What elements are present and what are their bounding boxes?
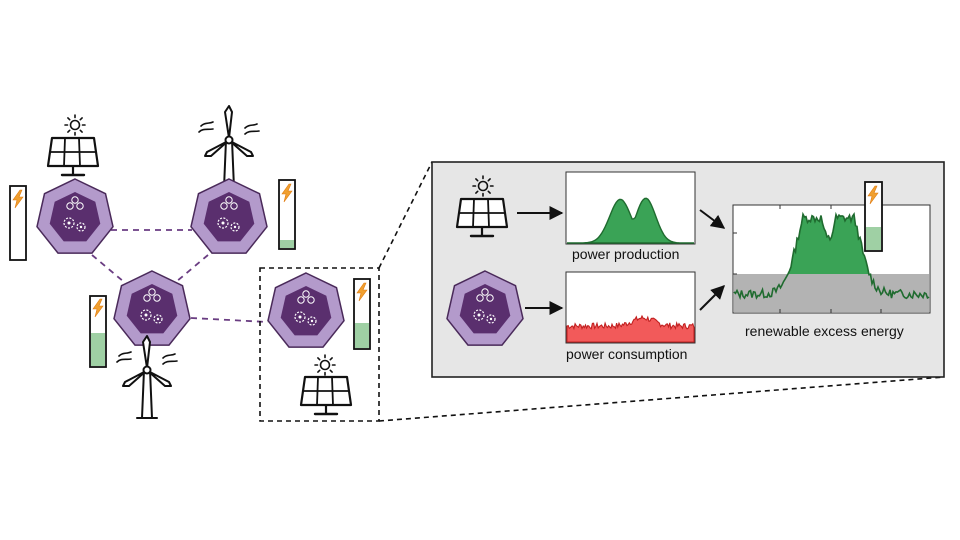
node-icon: [113, 270, 191, 346]
sun-icon: [64, 114, 86, 136]
consumption-area: [566, 314, 695, 343]
zoom-lines: [378, 161, 945, 422]
link-bl-br: [190, 317, 269, 323]
battery-icon: [89, 295, 107, 368]
wind-turbine-icon: [116, 335, 178, 419]
node-icon: [36, 178, 114, 254]
solar-panel-icon: [299, 375, 353, 416]
battery-icon: [864, 181, 883, 252]
excess-area: [734, 214, 929, 274]
battery-icon: [353, 278, 371, 350]
deficit-area: [734, 274, 929, 312]
network-links: [91, 229, 269, 323]
excess-line: [733, 211, 930, 301]
link-tl-bl: [91, 254, 131, 288]
battery-icon: [9, 185, 27, 261]
node-bottom-right: [259, 267, 380, 422]
node-top-right: [190, 105, 296, 254]
excess-chart: [732, 181, 931, 314]
production-label: power production: [572, 246, 680, 262]
node-icon: [190, 178, 268, 254]
consumption-label: power consumption: [566, 346, 688, 362]
battery-icon: [278, 179, 296, 250]
production-area: [567, 197, 694, 244]
consumption-chart: [565, 271, 696, 344]
solar-panel-icon: [46, 136, 100, 177]
production-chart: [565, 171, 696, 245]
link-tr-bl: [169, 254, 209, 288]
node-top-left: [9, 114, 114, 261]
wind-turbine-icon: [198, 105, 260, 189]
excess-label: renewable excess energy: [745, 323, 904, 339]
sun-icon: [314, 354, 336, 376]
arrow-icon: [699, 209, 726, 229]
node-bottom-left: [89, 270, 191, 419]
arrow-icon: [699, 285, 725, 311]
node-icon: [267, 272, 345, 348]
